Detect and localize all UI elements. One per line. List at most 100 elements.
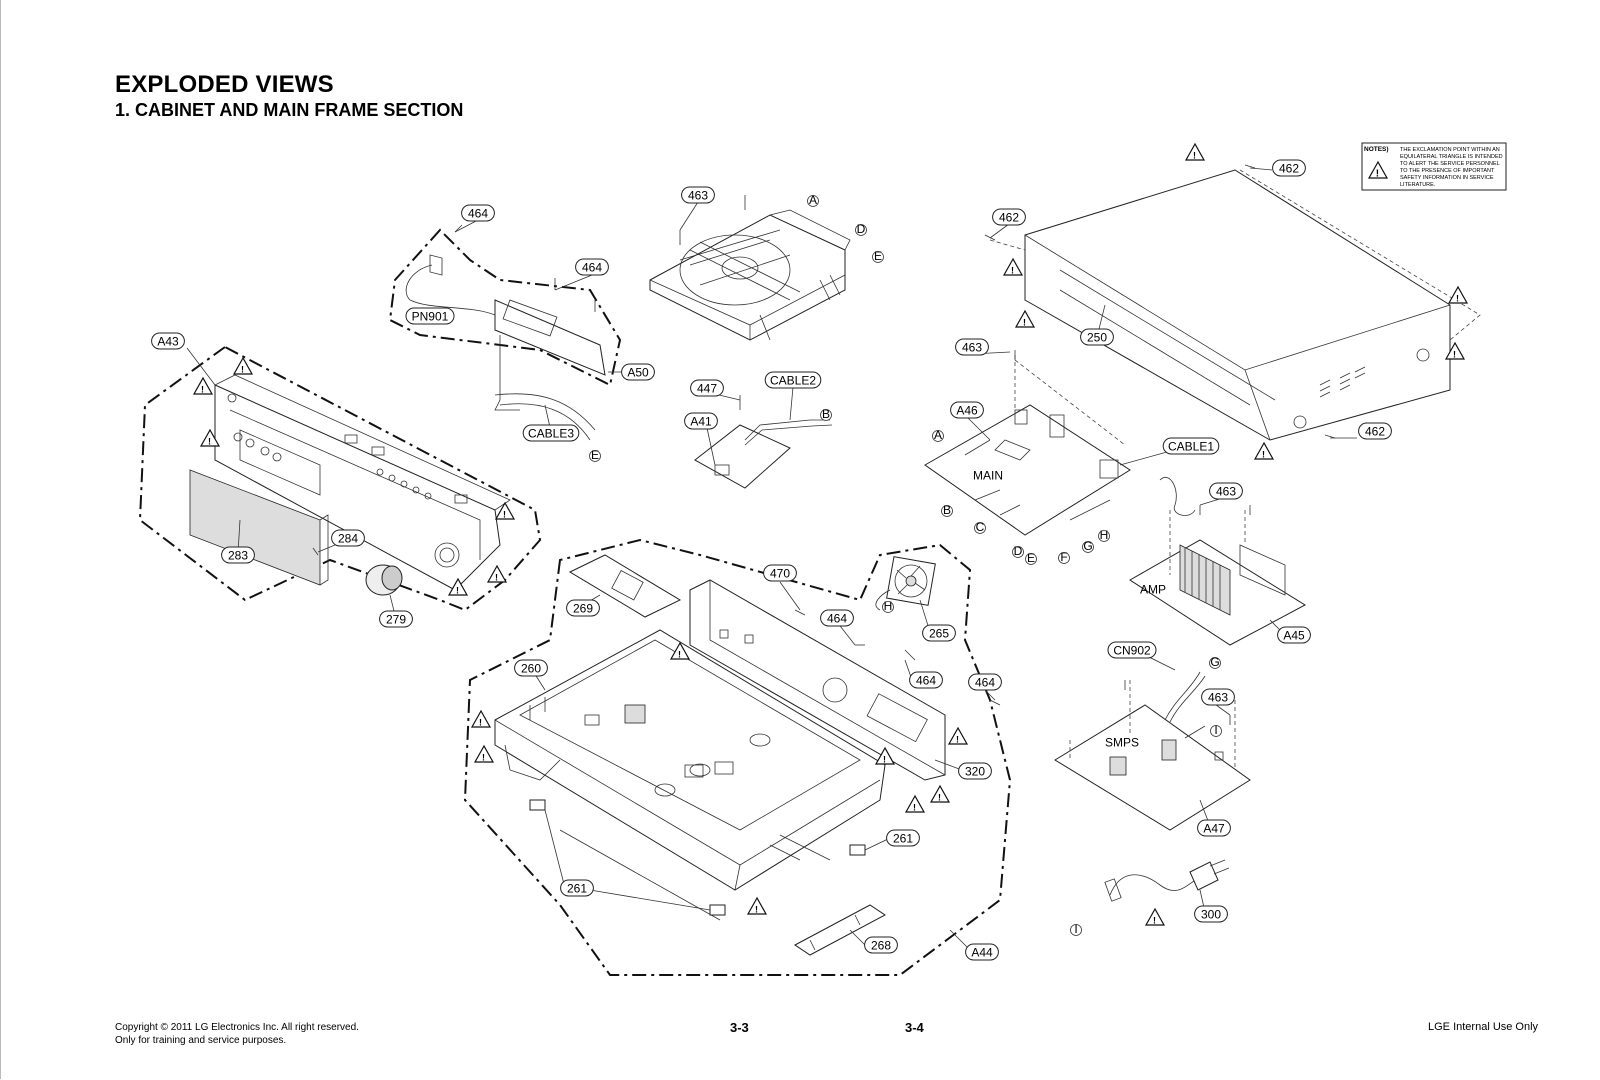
- part-label-text: SMPS: [1105, 736, 1139, 750]
- connector-letter-text: H: [884, 599, 893, 613]
- part-label: CN902: [1107, 641, 1157, 659]
- warning-triangle-icon: !: [1184, 142, 1206, 161]
- warning-triangle-icon: !: [1144, 907, 1166, 926]
- section-title: 1. CABINET AND MAIN FRAME SECTION: [115, 100, 464, 120]
- copyright-line-2: Only for training and service purposes.: [115, 1035, 287, 1046]
- svg-text:!: !: [913, 803, 916, 813]
- svg-text:!: !: [1456, 294, 1459, 304]
- part-label-text: 268: [871, 939, 891, 953]
- part-label: 265: [922, 624, 956, 642]
- part-label-text: 462: [1365, 425, 1385, 439]
- connector-letter-text: B: [822, 407, 830, 421]
- part-label: 470: [763, 564, 797, 582]
- connector-letter-text: I: [1214, 723, 1217, 737]
- part-label-text: 260: [521, 662, 541, 676]
- warning-triangles: ! ! ! ! ! ! ! ! ! ! ! ! ! ! ! ! ! ! ! ! …: [192, 142, 1469, 926]
- pn901-board: [405, 254, 606, 441]
- part-label-text: CABLE1: [1168, 440, 1214, 454]
- main-board-a46: [924, 355, 1131, 536]
- svg-text:!: !: [1153, 916, 1156, 926]
- amp-board-a45: [1129, 477, 1307, 646]
- notes-line: TO THE PRESENCE OF IMPORTANT: [1400, 168, 1495, 174]
- connector-letter: I: [1070, 922, 1082, 936]
- warning-triangle-icon: !: [1447, 285, 1469, 304]
- knob-279: [365, 564, 403, 596]
- connector-letter: B: [941, 503, 953, 517]
- part-label: 447: [690, 379, 724, 397]
- warning-triangle-icon: !: [1253, 441, 1275, 460]
- svg-text:!: !: [1453, 350, 1456, 360]
- notes-label: NOTES): [1364, 146, 1389, 153]
- part-label: 462: [1358, 422, 1392, 440]
- part-label: 320: [958, 762, 992, 780]
- svg-text:!: !: [938, 793, 941, 803]
- part-label: 269: [566, 599, 600, 617]
- warning-triangle-icon: !: [1002, 257, 1024, 276]
- part-label-text: 464: [975, 676, 995, 690]
- svg-text:!: !: [1193, 151, 1196, 161]
- footer-copyright: Copyright © 2011 LG Electronics Inc. All…: [115, 1021, 359, 1047]
- warning-triangle-icon: !: [874, 746, 896, 765]
- page-number-left: 3-3: [730, 1020, 749, 1035]
- part-label: MAIN: [973, 469, 1003, 483]
- svg-text:!: !: [503, 510, 506, 520]
- svg-text:!: !: [755, 905, 758, 915]
- part-label-text: 261: [567, 882, 587, 896]
- connector-letter-text: A: [934, 428, 942, 442]
- part-label: 464: [909, 671, 943, 689]
- part-label-text: 463: [1208, 691, 1228, 705]
- warning-triangle-icon: !: [447, 577, 469, 596]
- part-label-text: AMP: [1140, 583, 1166, 597]
- part-label-text: 320: [965, 765, 985, 779]
- part-label-text: A44: [971, 946, 993, 960]
- part-label-text: 250: [1087, 331, 1107, 345]
- part-label: PN901: [405, 307, 455, 325]
- rear-panel-320: [689, 579, 946, 781]
- warning-triangle-icon: !: [486, 564, 508, 583]
- connector-letter-text: F: [1060, 550, 1067, 564]
- svg-text:!: !: [201, 385, 204, 395]
- warning-triangle-icon: !: [199, 428, 221, 447]
- notes-box: NOTES) ! THE EXCLAMATION POINT WITHIN AN…: [1361, 142, 1507, 191]
- part-label-text: A43: [157, 335, 179, 349]
- connector-letter-text: E: [591, 448, 599, 462]
- part-label-text: 463: [962, 341, 982, 355]
- part-label-text: 463: [1216, 485, 1236, 499]
- part-label: SMPS: [1105, 736, 1139, 750]
- part-label-text: CABLE2: [770, 374, 816, 388]
- part-label: AMP: [1140, 583, 1166, 597]
- connector-letter-text: D: [857, 222, 866, 236]
- part-label: 284: [331, 529, 365, 547]
- connector-letter-text: H: [1100, 528, 1109, 542]
- part-label: 300: [1194, 905, 1228, 923]
- svg-text:!: !: [883, 755, 886, 765]
- part-label: 463: [1209, 482, 1243, 500]
- part-label-text: 462: [999, 211, 1019, 225]
- bracket-268: [794, 904, 886, 956]
- part-label: 464: [461, 204, 495, 222]
- connector-letter: C: [974, 520, 986, 534]
- warning-triangle-icon: !: [232, 356, 254, 375]
- part-label-text: CN902: [1113, 644, 1151, 658]
- part-label: A43: [151, 332, 185, 350]
- part-labels: 464464PN901A50463A43447CABLE2A41CABLE328…: [151, 159, 1392, 961]
- notes-line: EQUILATERAL TRIANGLE IS INTENDED: [1400, 154, 1503, 160]
- part-label-text: 447: [697, 382, 717, 396]
- connector-letter-text: I: [1074, 922, 1077, 936]
- svg-text:!: !: [482, 753, 485, 763]
- a41-board: [694, 419, 833, 489]
- connector-letter-text: G: [1083, 539, 1092, 553]
- part-label: A41: [684, 412, 718, 430]
- part-label: 268: [864, 936, 898, 954]
- svg-text:!: !: [208, 437, 211, 447]
- bracket-269: [568, 554, 682, 618]
- part-label-text: A45: [1283, 629, 1305, 643]
- page-title: EXPLODED VIEWS: [115, 71, 334, 98]
- part-label: A45: [1277, 626, 1311, 644]
- warning-triangle-icon: !: [1444, 341, 1466, 360]
- dvd-loader: [649, 209, 851, 341]
- notes-line: LITERATURE.: [1400, 182, 1436, 188]
- part-label: 464: [575, 258, 609, 276]
- copyright-line-1: Copyright © 2011 LG Electronics Inc. All…: [115, 1022, 359, 1033]
